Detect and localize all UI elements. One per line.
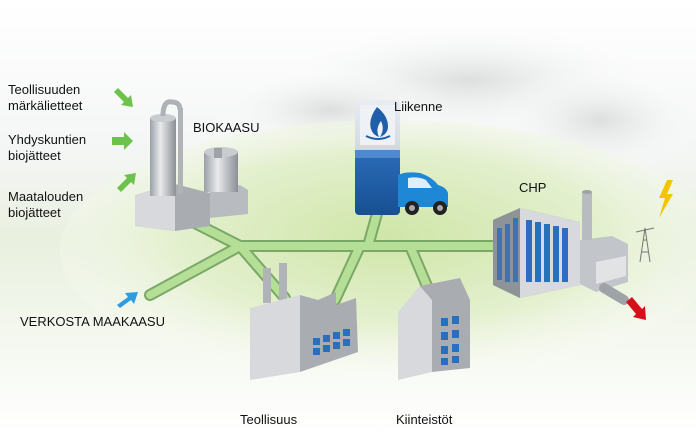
node-label-transport: Liikenne [394,99,443,114]
source-label-industrial-line2: märkälietteet [8,98,83,113]
flame-icon [370,107,388,137]
source-label-agricultural-line2: biojätteet [8,205,61,220]
source-label-agricultural-line1: Maatalouden [8,189,84,204]
input-arrow-industrial [114,88,133,107]
output-arrow-heat [626,297,646,320]
source-label-industrial: Teollisuuden märkälietteet [8,82,82,114]
gas-pipe-network [144,204,511,306]
property-building [398,278,470,380]
source-label-municipal-line1: Yhdyskuntien [8,132,87,147]
input-arrow-agricultural [117,173,136,192]
source-label-municipal-line2: biojätteet [8,148,61,163]
source-label-grid: VERKOSTA MAAKAASU [20,314,165,329]
input-arrow-municipal [112,132,133,150]
gas-station [355,100,400,215]
node-label-properties: Kiinteistöt [396,412,453,427]
lightning-icon [659,180,673,218]
node-label-industry: Teollisuus [240,412,298,427]
industry-building [250,263,358,380]
chp-plant [493,190,629,305]
source-label-industrial-line1: Teollisuuden [8,82,81,97]
source-label-municipal: Yhdyskuntien biojätteet [8,132,86,164]
source-label-agricultural: Maatalouden biojätteet [8,189,83,221]
input-arrow-grid [117,292,138,308]
node-label-biogas: BIOKAASU [193,120,260,135]
car [398,172,448,215]
biogas-plant [135,99,248,231]
node-label-chp: CHP [519,180,547,195]
power-pylon [635,227,655,263]
